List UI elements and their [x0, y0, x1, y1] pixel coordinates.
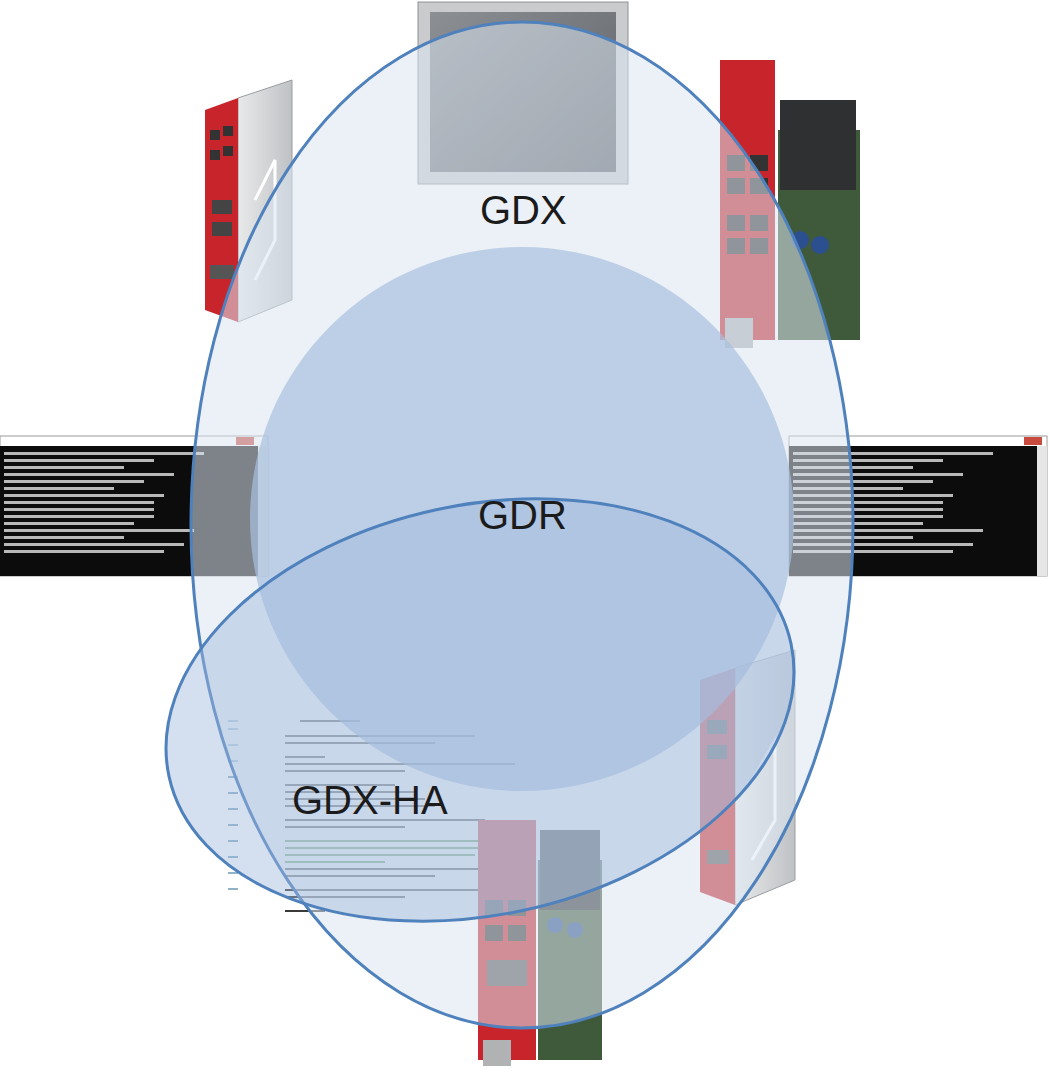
set-label: GDX-HA	[292, 778, 448, 822]
set-label: GDR	[478, 493, 567, 537]
set-label: GDX	[480, 188, 567, 232]
